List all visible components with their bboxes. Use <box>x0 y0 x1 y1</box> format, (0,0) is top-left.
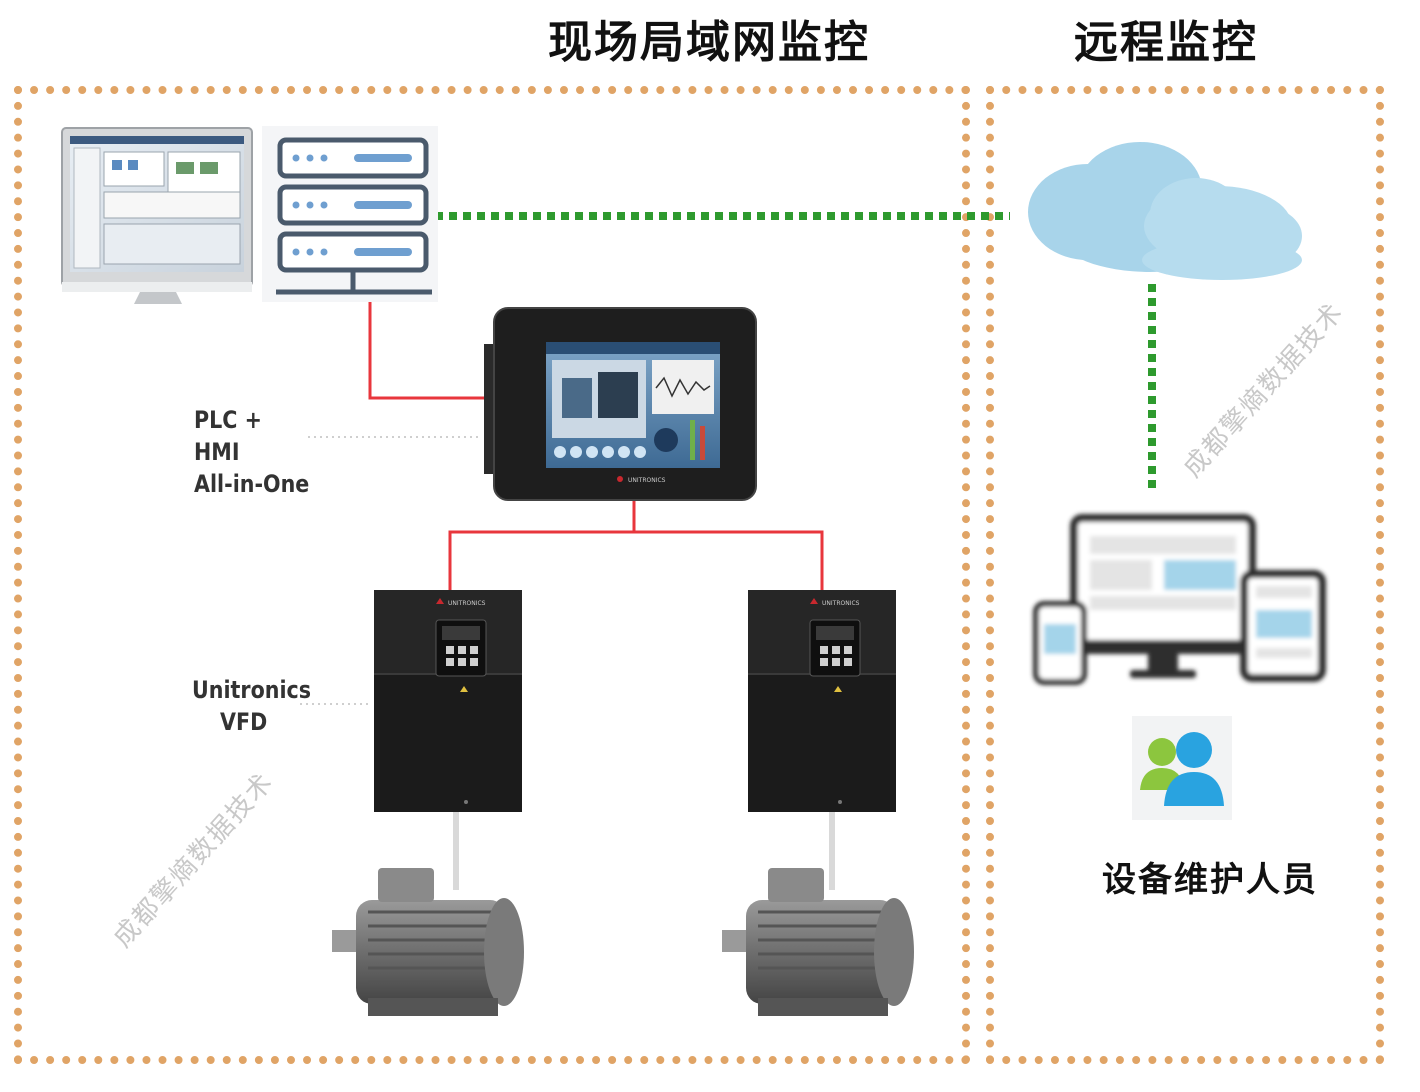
vfd-label-line1: Unitronics <box>192 676 312 704</box>
vfd-brand-text-right: UNITRONICS <box>822 600 860 607</box>
server-icon <box>262 126 438 302</box>
remote-zone <box>986 86 1384 1064</box>
hmi-brand-text: UNITRONICS <box>628 477 666 484</box>
motor-icon <box>332 868 524 1016</box>
network-wires <box>300 212 1156 890</box>
vfd-drive: UNITRONICS <box>374 590 522 812</box>
plc-hmi-label-line1: PLC + HMI <box>194 406 262 466</box>
plc-hmi-device: UNITRONICS <box>484 307 757 501</box>
vfd-brand-text-left: UNITRONICS <box>448 600 486 607</box>
maintenance-staff-label: 设备维护人员 <box>1102 860 1318 900</box>
vfd-label-line2: VFD <box>219 708 268 736</box>
motor-icon <box>722 868 914 1016</box>
title-local-monitoring: 现场局域网监控 <box>548 17 870 68</box>
plc-hmi-label-line2: All-in-One <box>194 470 310 498</box>
local-zone <box>14 86 970 1064</box>
cloud-icon <box>1028 142 1302 280</box>
devices-icon <box>1033 514 1326 685</box>
plc-hmi-label: PLC + HMI All-in-One <box>194 404 314 500</box>
users-icon <box>1132 716 1232 820</box>
vfd-drive: UNITRONICS <box>748 590 896 812</box>
monitor-icon <box>61 127 253 304</box>
vfd-label: Unitronics VFD <box>192 674 312 738</box>
title-remote-monitoring: 远程监控 <box>1074 17 1258 68</box>
